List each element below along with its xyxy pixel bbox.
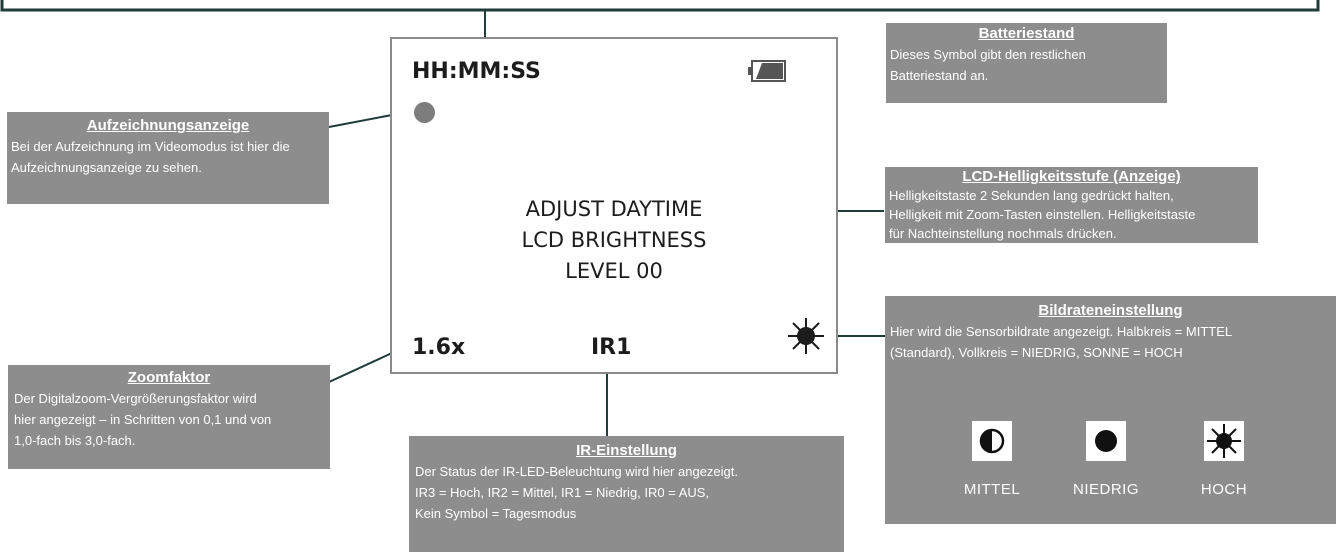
framerate-callout-line-2: (Standard), Vollkreis = NIEDRIG, SONNE =… [890, 345, 1183, 360]
battery-callout: Batteriestand Dieses Symbol gibt den res… [886, 23, 1167, 103]
zoom-callout-line-2: hier angezeigt – in Schritten von 0,1 un… [14, 412, 272, 427]
ir-display: IR1 [591, 335, 632, 360]
battery-callout-line-1: Dieses Symbol gibt den restlichen [890, 47, 1086, 62]
record-dot-icon [414, 102, 435, 123]
recording-callout-line-2: Aufzeichnungsanzeige zu sehen. [11, 160, 202, 175]
ir-callout-line-2: IR3 = Hoch, IR2 = Mittel, IR1 = Niedrig,… [415, 485, 710, 500]
recording-callout-line-1: Bei der Aufzeichnung im Videomodus ist h… [11, 139, 290, 154]
zoom-callout-line-1: Der Digitalzoom-Vergrößerungsfaktor wird [14, 391, 257, 406]
legend-mittel: MITTEL [957, 421, 1027, 500]
zoom-display: 1.6x [412, 335, 466, 360]
lcd-brightness-callout: LCD-Helligkeitsstufe (Anzeige) Helligkei… [885, 167, 1258, 243]
message-line-3: LEVEL 00 [565, 259, 663, 283]
battery-callout-line-2: Batteriestand an. [890, 68, 989, 83]
message-line-2: LCD BRIGHTNESS [521, 228, 707, 252]
lcd-screen: HH:MM:SS ADJUST DAYTIME LCD BRIGHTNESS L… [390, 37, 838, 374]
legend-niedrig: NIEDRIG [1071, 421, 1141, 500]
time-display: HH:MM:SS [412, 59, 541, 84]
ir-callout-line-3: Kein Symbol = Tagesmodus [415, 506, 577, 521]
lcd-brightness-callout-title: LCD-Helligkeitsstufe (Anzeige) [962, 168, 1181, 185]
top-box-outline [0, 0, 1320, 12]
recording-callout: Aufzeichnungsanzeige Bei der Aufzeichnun… [7, 112, 329, 204]
battery-callout-title: Batteriestand [978, 25, 1075, 42]
ir-callout-title: IR-Einstellung [576, 442, 677, 459]
framerate-callout: Bildrateneinstellung Hier wird die Senso… [885, 296, 1336, 524]
legend-mittel-label: MITTEL [963, 481, 1021, 498]
ir-callout-line-1: Der Status der IR-LED-Beleuchtung wird h… [415, 464, 738, 479]
battery-icon [748, 60, 786, 82]
half-circle-icon [972, 421, 1012, 461]
framerate-callout-line-1: Hier wird die Sensorbildrate angezeigt. … [890, 324, 1233, 339]
recording-callout-title: Aufzeichnungsanzeige [86, 117, 250, 134]
brightness-message: ADJUST DAYTIME LCD BRIGHTNESS LEVEL 00 [392, 194, 836, 287]
sun-icon [1204, 421, 1244, 461]
message-line-1: ADJUST DAYTIME [525, 197, 703, 221]
ir-callout: IR-Einstellung Der Status der IR-LED-Bel… [409, 436, 844, 552]
legend-hoch-label: HOCH [1200, 481, 1248, 498]
lcd-brightness-callout-line-1: Helligkeitstaste 2 Sekunden lang gedrück… [889, 188, 1174, 203]
lcd-brightness-callout-line-2: Helligkeit mit Zoom-Tasten einstellen. H… [889, 207, 1196, 222]
zoom-callout: Zoomfaktor Der Digitalzoom-Vergrößerungs… [8, 365, 330, 469]
sun-icon [788, 318, 824, 354]
full-circle-icon [1086, 421, 1126, 461]
legend-niedrig-label: NIEDRIG [1072, 481, 1139, 498]
lcd-brightness-callout-line-3: für Nachteinstellung nochmals drücken. [889, 226, 1117, 241]
zoom-callout-title: Zoomfaktor [127, 369, 211, 386]
zoom-callout-line-3: 1,0-fach bis 3,0-fach. [14, 433, 136, 448]
legend-hoch: HOCH [1189, 421, 1259, 500]
framerate-callout-title: Bildrateneinstellung [1038, 302, 1183, 319]
